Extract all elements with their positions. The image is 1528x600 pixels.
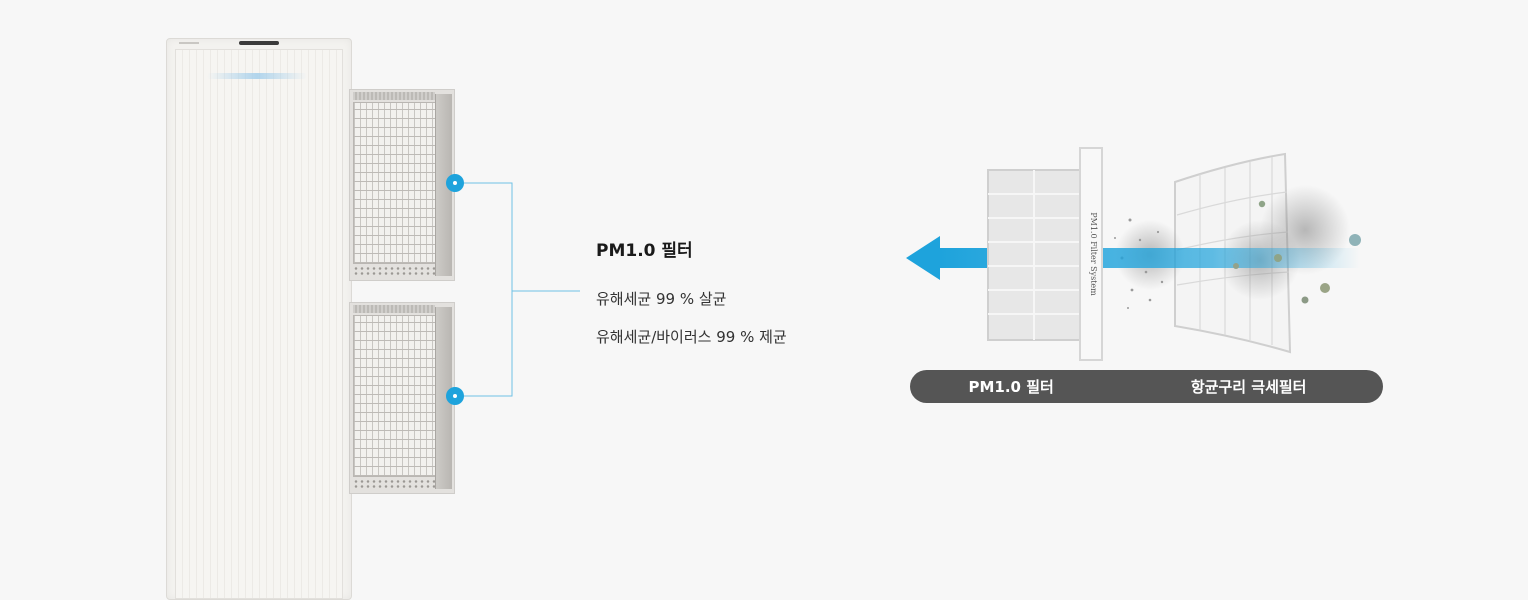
filter-module-bottom [349, 302, 455, 494]
feature-line-disinfect: 유해세균/바이러스 99 % 제균 [596, 328, 787, 346]
filter-mesh [353, 315, 437, 477]
connector-lines [456, 182, 580, 397]
connector-dot-icon [446, 387, 464, 405]
filter-module-top [349, 89, 455, 281]
tower-front-panel [175, 49, 343, 599]
filter-top-strip [353, 305, 435, 313]
pm10-filter: PM1.0 Filter System [987, 147, 1103, 361]
product-feature-stage: PM1.0 필터 유해세균 99 % 살균 유해세균/바이러스 99 % 제균 [166, 38, 1383, 600]
label-copper-micro-filter: 항균구리 극세필터 [1190, 378, 1307, 396]
feature-line-sterilize: 유해세균 99 % 살균 [596, 290, 727, 308]
filter-label-bar: PM1.0 필터 항균구리 극세필터 [910, 370, 1383, 403]
tower-brand-mark [179, 42, 199, 44]
label-pm10-filter: PM1.0 필터 [968, 378, 1054, 396]
tower-indicator-light [207, 73, 307, 79]
filter-top-strip [353, 92, 435, 100]
filter-system-illustration: PM1.0 Filter System [906, 147, 1361, 361]
filter-side-text: PM1.0 Filter System [1089, 212, 1098, 296]
feature-title: PM1.0 필터 [596, 241, 693, 261]
filter-frame [435, 94, 452, 276]
filter-mesh [353, 102, 437, 264]
tower-top-display [239, 41, 279, 45]
filter-perforation [353, 479, 435, 489]
filter-frame [435, 307, 452, 489]
filter-perforation [353, 266, 435, 276]
air-purifier-tower [166, 38, 352, 600]
connector-dot-icon [446, 174, 464, 192]
virus-icon [1233, 200, 1361, 304]
